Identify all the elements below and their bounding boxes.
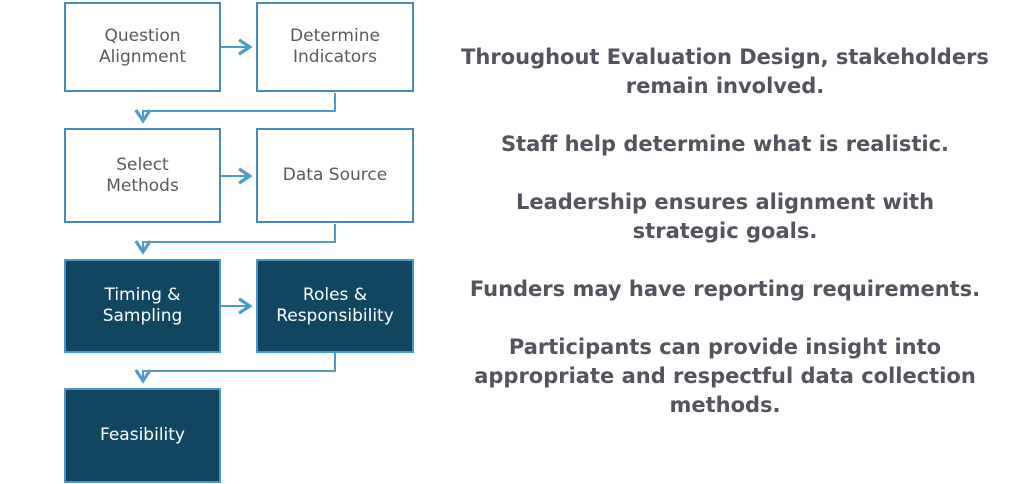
- note-paragraph: Funders may have reporting requirements.: [469, 277, 981, 301]
- flow-box-roles-responsibility: Roles & Responsibility: [256, 259, 414, 353]
- flow-box-label: Data Source: [282, 165, 388, 185]
- flow-box-label: Determine Indicators: [290, 26, 380, 67]
- connector-indicators-to-select-methods: [134, 93, 336, 124]
- note-paragraph: Staff help determine what is realistic.: [500, 132, 950, 156]
- connector-roles-to-feasibility: [134, 353, 336, 384]
- connector-data-source-to-timing: [134, 224, 336, 255]
- flow-box-label: Roles & Responsibility: [276, 285, 394, 326]
- flow-box-timing-sampling: Timing & Sampling: [64, 259, 221, 353]
- flow-box-determine-indicators: Determine Indicators: [256, 2, 414, 92]
- flow-box-data-source: Data Source: [256, 128, 414, 223]
- flow-box-label: Select Methods: [106, 154, 179, 196]
- note-paragraph: Participants can provide insight into ap…: [474, 335, 976, 417]
- flow-box-label: Feasibility: [100, 425, 185, 445]
- note-paragraph: Throughout Evaluation Design, stakeholde…: [461, 45, 989, 98]
- flow-box-question-alignment: Question Alignment: [64, 2, 221, 92]
- flow-box-label: Timing & Sampling: [102, 285, 183, 326]
- note-paragraph: Leadership ensures alignment with strate…: [515, 190, 935, 243]
- flow-box-select-methods: Select Methods: [64, 128, 221, 223]
- flow-box-label: Question Alignment: [98, 26, 187, 67]
- flow-box-feasibility: Feasibility: [64, 388, 221, 483]
- stakeholder-notes: Throughout Evaluation Design, stakeholde…: [460, 43, 990, 449]
